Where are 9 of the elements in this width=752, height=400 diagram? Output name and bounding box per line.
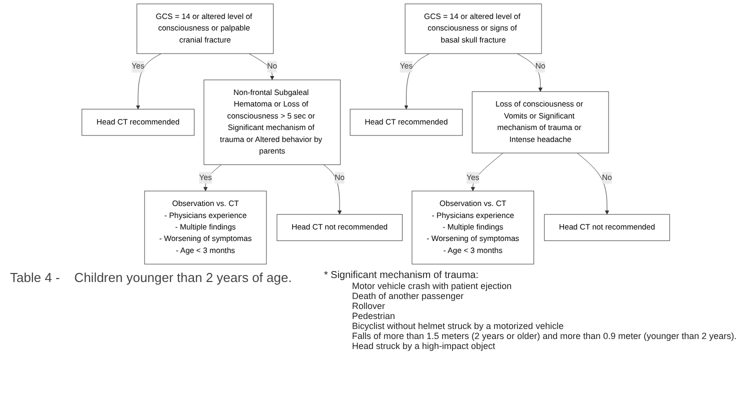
footnote-item: Falls of more than 1.5 meters (2 years or older) and more than 0.9 meter (younger than 2 years). xyxy=(352,331,738,341)
footnote-item: Head struck by a high-impact object xyxy=(352,341,496,351)
footnote-item: Bicyclist without helmet struck by a motorized vehicle xyxy=(352,321,565,331)
footnote-item: Pedestrian xyxy=(352,311,396,321)
footnote-item: Motor vehicle crash with patient ejection xyxy=(352,281,513,291)
footnote-heading: * Significant mechanism of trauma: xyxy=(324,270,480,281)
table-caption: Table 4 - Children younger than 2 years of age. xyxy=(10,270,293,285)
footnote-item: Death of another passenger xyxy=(352,291,465,301)
footnote-item: Rollover xyxy=(352,301,386,311)
